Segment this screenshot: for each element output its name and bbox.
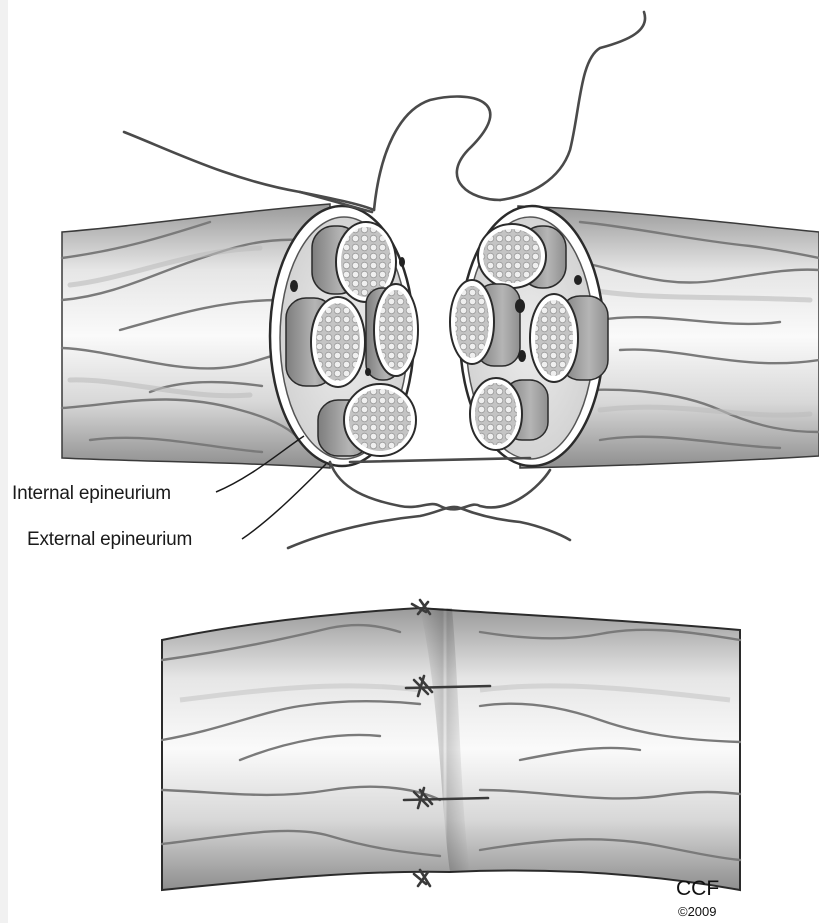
label-internal-epineurium: Internal epineurium — [12, 483, 171, 505]
credit-year: ©2009 — [678, 904, 717, 919]
credit-org: CCF — [676, 877, 719, 901]
right-nerve-stump — [450, 206, 819, 468]
lower-sutures — [288, 458, 570, 548]
left-nerve-stump — [62, 204, 418, 468]
repaired-nerve — [162, 600, 740, 890]
label-external-epineurium: External epineurium — [27, 529, 192, 551]
leader-external-epineurium — [242, 464, 326, 539]
upper-sutures — [124, 12, 645, 212]
